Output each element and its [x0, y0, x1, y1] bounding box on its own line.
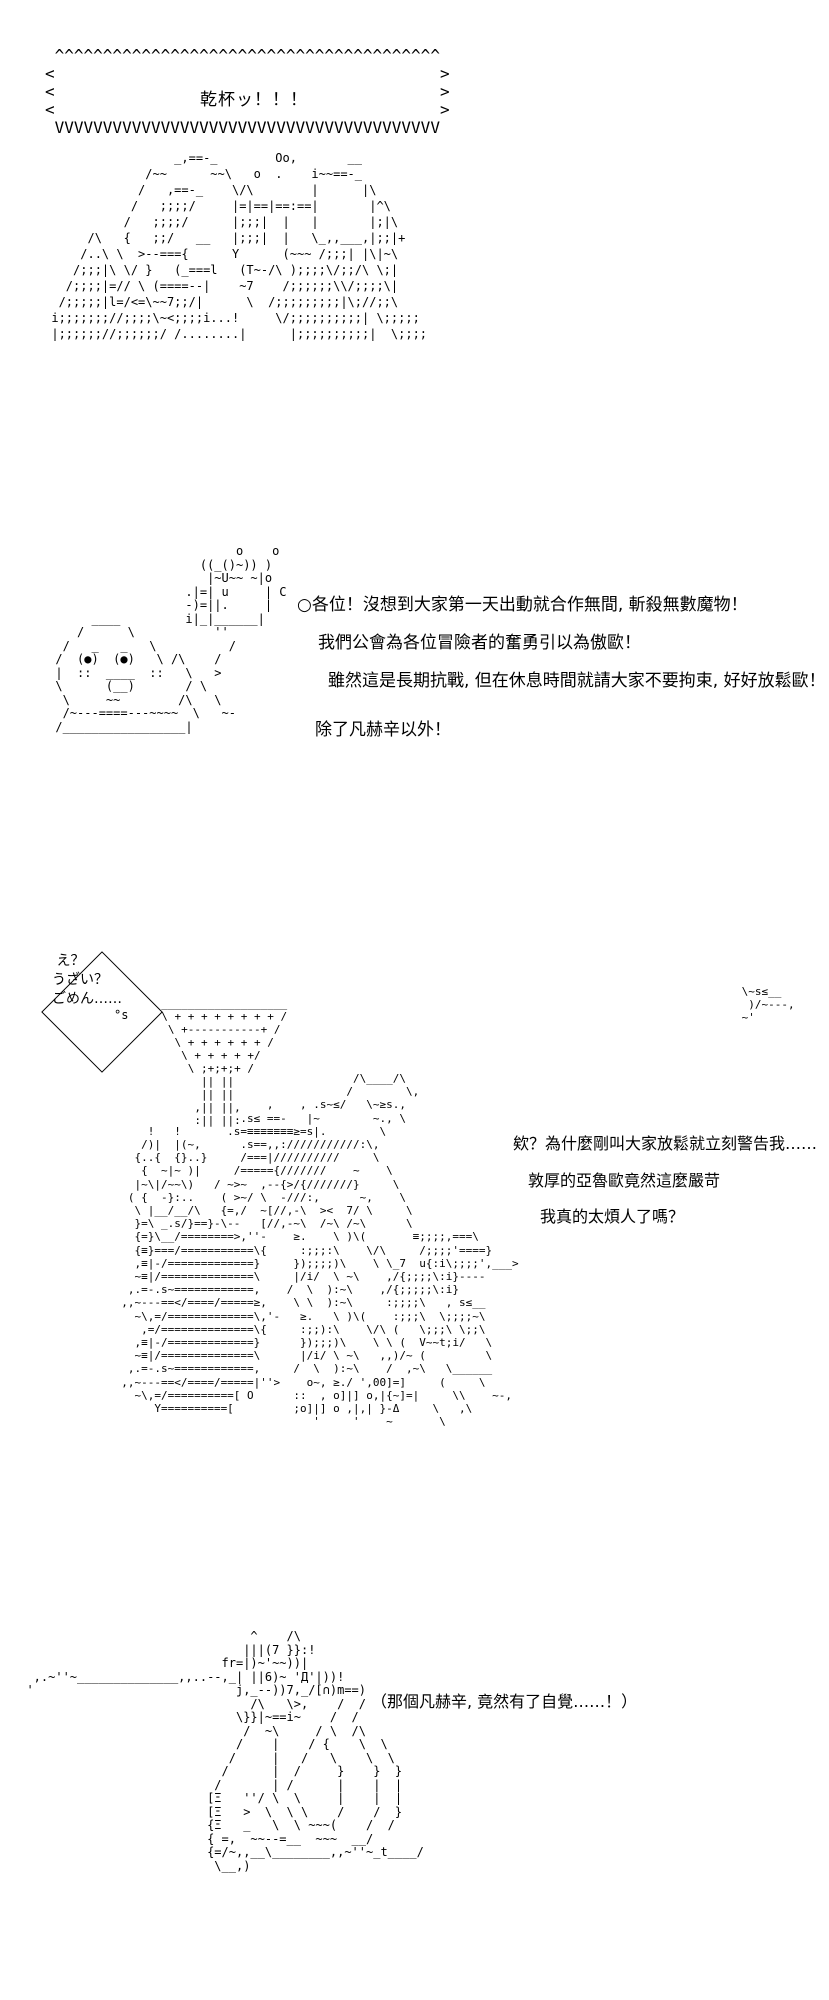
- tilted-sign-text: え？ うざい？ ごめん……: [52, 953, 122, 1007]
- vanhelsing-group-aa: /\____/\ / \, , , .s~≤/ \~≥s., .s≤ ==- |…: [121, 1072, 519, 1429]
- cocktail-glass-aa: ___________________ \ + + + + + + + + / …: [161, 997, 288, 1127]
- hair-wisp-aa: \~s≤__ )/~---, ~': [741, 985, 795, 1024]
- dialogue-line: 雖然這是長期抗戰, 但在休息時間就請大家不要拘束, 好好放鬆歐！: [328, 671, 826, 691]
- dialogue-line: ○各位！沒想到大家第一天出動就合作無間, 斬殺無數魔物！: [297, 595, 748, 615]
- dialogue-line: 我們公會為各位冒險者的奮勇引以為傲歐！: [318, 633, 641, 653]
- dialogue-line: 敦厚的亞魯歐竟然這麼嚴苛: [528, 1171, 721, 1190]
- dialogue-line: 欸？為什麼剛叫大家放鬆就立刻警告我……: [513, 1134, 818, 1153]
- cheer-banner-frame: ^^^^^^^^^^^^^^^^^^^^^^^^^^^^^^^^^^^^^^^^…: [45, 46, 450, 137]
- crowd-toast-aa: _,==-_ Oo, __ /~~ ~~\ o . i~~==-_ / ,==-…: [51, 151, 428, 341]
- caption-line: （那個凡赫辛, 竟然有了自覺……！）: [371, 1692, 638, 1711]
- dialogue-line: 除了凡赫辛以外！: [315, 720, 451, 740]
- guildmaster-aa: o o ((_()~)) ) |~U~~ ~|o .|=| u | C -)=|…: [55, 544, 287, 734]
- dialogue-line: 我真的太煩人了嗎？: [540, 1207, 685, 1226]
- sign-marker: °s: [114, 1008, 129, 1022]
- kneeling-girl-aa: ^ /\ |||(7 }}:! fr=|)~'~~))| ,.~''~_____…: [26, 1629, 424, 1873]
- cheer-text: 乾杯ッ！！！: [200, 90, 308, 110]
